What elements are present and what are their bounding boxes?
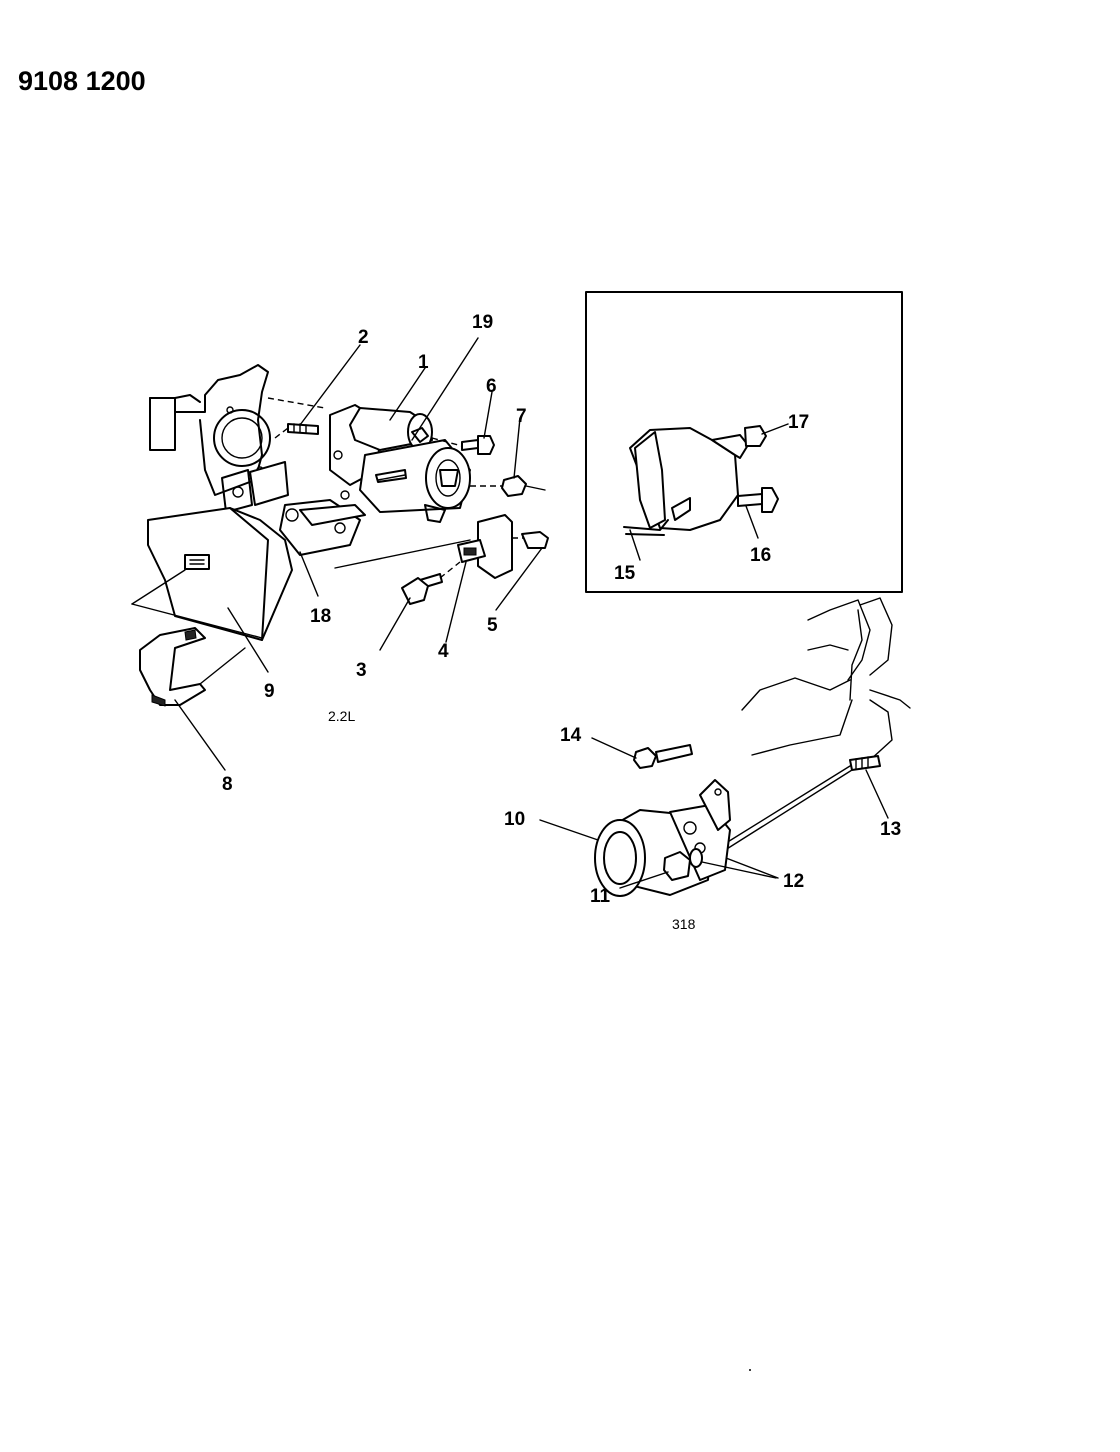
nut-6 <box>461 435 495 455</box>
bolt-3 <box>401 573 443 605</box>
leader-lines-upper <box>174 337 543 771</box>
callout-14: 14 <box>560 725 582 746</box>
washer-12 <box>689 848 703 868</box>
clip-8 <box>139 627 206 707</box>
transaxle-outline <box>741 597 911 761</box>
engine-block-illustration <box>149 364 289 513</box>
callout-15: 15 <box>614 563 636 584</box>
callout-9: 9 <box>264 681 275 702</box>
bracket-4 <box>457 514 513 579</box>
callout-5: 5 <box>487 615 498 636</box>
callout-12: 12 <box>783 871 804 892</box>
callout-4: 4 <box>438 641 449 662</box>
nut-7 <box>501 475 527 497</box>
bolt-2 <box>287 423 319 435</box>
callout-1: 1 <box>418 352 429 373</box>
starter-motor <box>329 404 471 523</box>
inset-solenoid <box>623 425 779 536</box>
bolt-5 <box>521 531 549 549</box>
bolt-14 <box>633 744 693 769</box>
callout-labels: 1 2 3 4 5 6 7 8 9 10 11 12 13 14 15 16 1… <box>222 312 901 907</box>
leader-lines-inset <box>629 423 789 561</box>
callout-8: 8 <box>222 774 233 795</box>
nut-11 <box>663 851 691 881</box>
leader-lines-lower <box>539 737 889 889</box>
callout-7: 7 <box>516 406 527 427</box>
dust-shield <box>147 499 366 641</box>
stud-13 <box>849 755 881 771</box>
inset-frame <box>585 291 903 593</box>
callout-17: 17 <box>788 412 809 433</box>
document-number: 9108 1200 <box>18 66 146 96</box>
callout-18: 18 <box>310 606 331 627</box>
callout-19: 19 <box>472 312 493 333</box>
callout-10: 10 <box>504 809 525 830</box>
callout-2: 2 <box>358 327 369 348</box>
engine-label: 2.2L <box>328 708 355 724</box>
callout-6: 6 <box>486 376 497 397</box>
callout-16: 16 <box>750 545 771 566</box>
callout-13: 13 <box>880 819 901 840</box>
figure-number: 318 <box>672 916 696 932</box>
callout-3: 3 <box>356 660 367 681</box>
callout-11: 11 <box>590 886 611 907</box>
starter-motor-10 <box>594 779 731 897</box>
